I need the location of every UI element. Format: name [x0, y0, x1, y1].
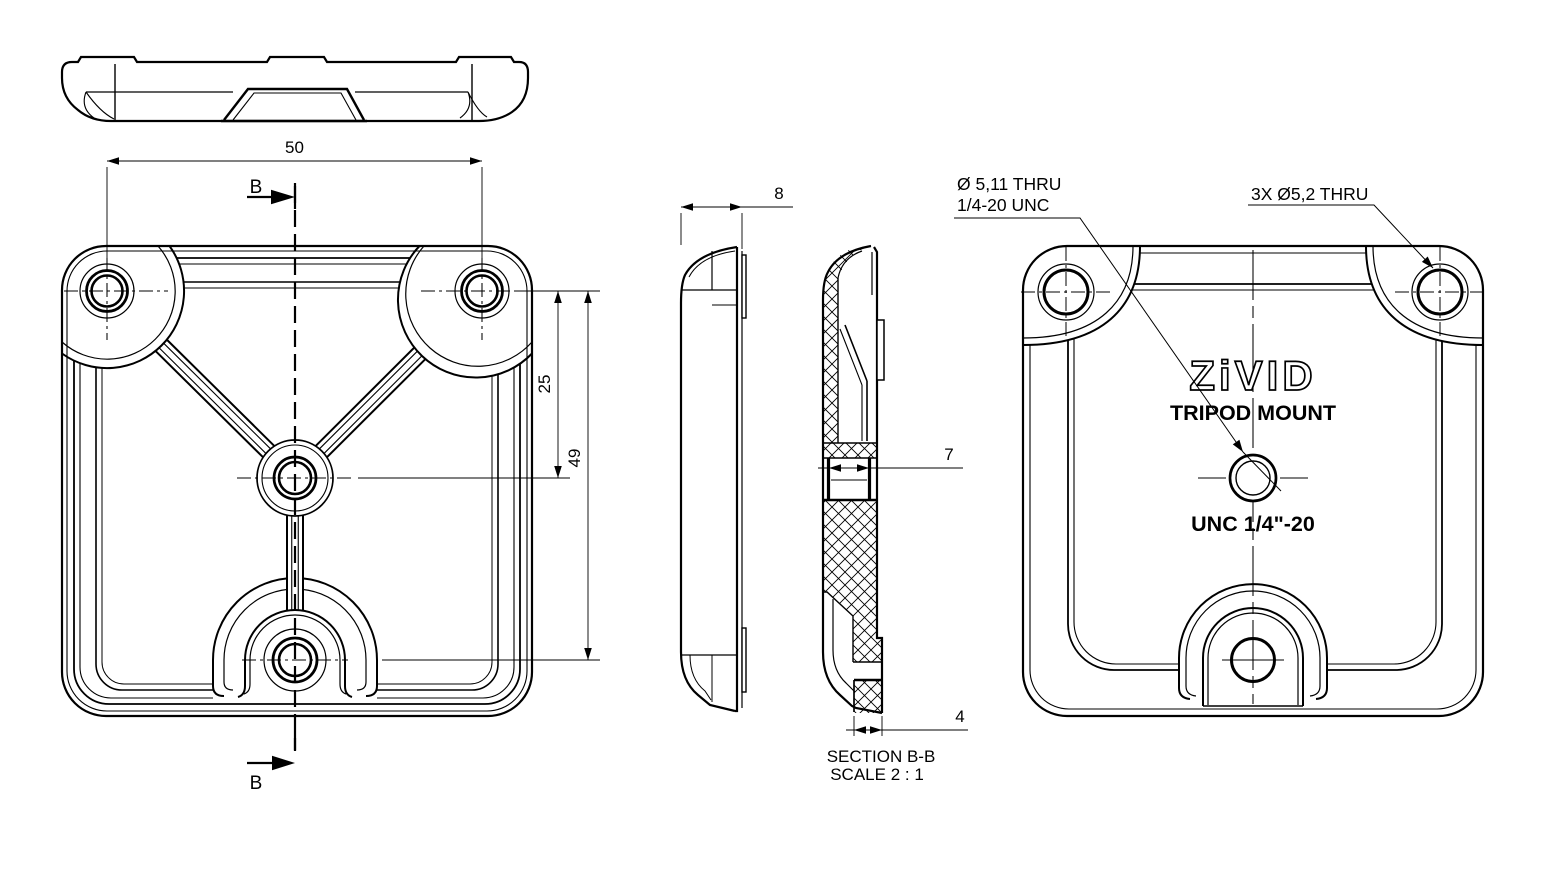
- dim-25-label: 25: [535, 375, 554, 394]
- callout-corner-holes-text: 3X Ø5,2 THRU: [1251, 184, 1368, 204]
- top-profile-view: [60, 55, 530, 123]
- dim-49-label: 49: [565, 449, 584, 468]
- dim-7-label: 7: [944, 445, 953, 464]
- rib-vertical: [286, 514, 304, 620]
- section-arrow-top: B: [247, 177, 297, 209]
- back-center-hole: [1198, 453, 1308, 503]
- section-scale: SCALE 2 : 1: [830, 765, 924, 784]
- dimension-50: 50: [106, 138, 483, 258]
- callout-center-hole-line1: Ø 5,11 THRU: [957, 174, 1061, 194]
- hatch-wall: [823, 246, 871, 443]
- section-title: SECTION B-B: [827, 747, 936, 766]
- side-tab-lower: [741, 627, 747, 693]
- section-title-block: SECTION B-B SCALE 2 : 1: [827, 747, 936, 784]
- dimension-4: 4: [846, 707, 968, 736]
- side-tab-upper: [741, 254, 747, 319]
- section-view: [821, 244, 885, 715]
- callout-corner-holes: 3X Ø5,2 THRU: [1248, 184, 1434, 269]
- centerlines-front: [64, 186, 530, 750]
- rib-left: [149, 334, 277, 459]
- dim-4-label: 4: [955, 707, 964, 726]
- dimension-7: 7: [818, 445, 963, 472]
- zivid-logo: ZiVID: [1189, 352, 1316, 399]
- callout-center-hole: Ø 5,11 THRU 1/4-20 UNC: [954, 174, 1282, 492]
- dimension-25: 25: [358, 290, 600, 479]
- dimension-49: 49: [382, 291, 600, 661]
- section-label-bottom: B: [250, 773, 263, 794]
- thread-spec-label: UNC 1/4"-20: [1191, 512, 1315, 536]
- callout-center-hole-line2: 1/4-20 UNC: [957, 195, 1049, 215]
- rib-right: [313, 334, 440, 459]
- side-view: [679, 245, 747, 713]
- dim-50-label: 50: [285, 138, 304, 157]
- section-label-top: B: [250, 177, 263, 198]
- section-arrow-bottom: B: [247, 731, 297, 794]
- dimension-8: 8: [680, 184, 793, 249]
- product-name-label: TRIPOD MOUNT: [1170, 401, 1336, 425]
- dim-8-label: 8: [774, 184, 783, 203]
- section-tab: [876, 319, 885, 381]
- thread-bore-walls: [826, 458, 872, 500]
- back-view: ZiVID TRIPOD MOUNT UNC 1/4"-20: [1021, 244, 1485, 718]
- front-view: [60, 186, 534, 750]
